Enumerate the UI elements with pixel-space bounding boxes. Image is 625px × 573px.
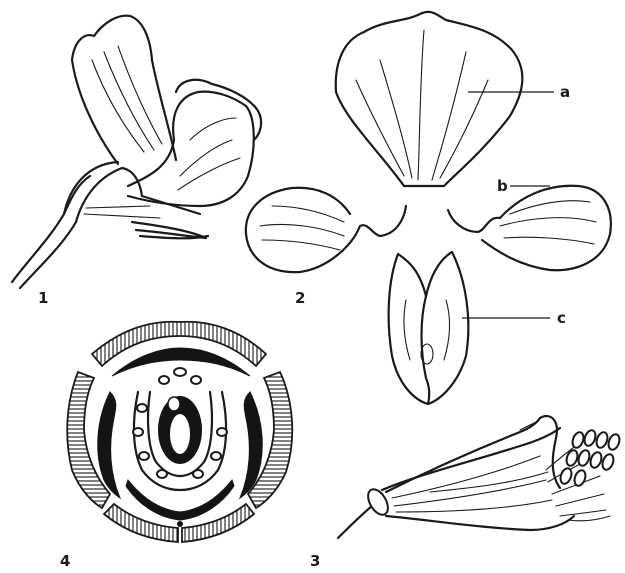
- keel-petal-left-section: [126, 480, 180, 520]
- figure-2-dissected-corolla: [246, 12, 611, 404]
- right-wing-petal: [448, 186, 611, 270]
- figure-4-floral-diagram: [67, 322, 292, 542]
- figure-3-stamens-pistil: [338, 416, 621, 538]
- figure-1-label: 1: [38, 289, 48, 307]
- keel-petal-right-section: [180, 480, 234, 520]
- figure-4-label: 4: [60, 552, 70, 570]
- label-c: c: [557, 309, 566, 327]
- keel-petals: [389, 252, 469, 404]
- figure-2-label: 2: [295, 289, 305, 307]
- label-a: a: [560, 83, 570, 101]
- figure-1-flower-side-view: [12, 16, 261, 288]
- label-b: b: [497, 177, 508, 195]
- figure-3-label: 3: [310, 552, 320, 570]
- standard-petal: [336, 12, 523, 186]
